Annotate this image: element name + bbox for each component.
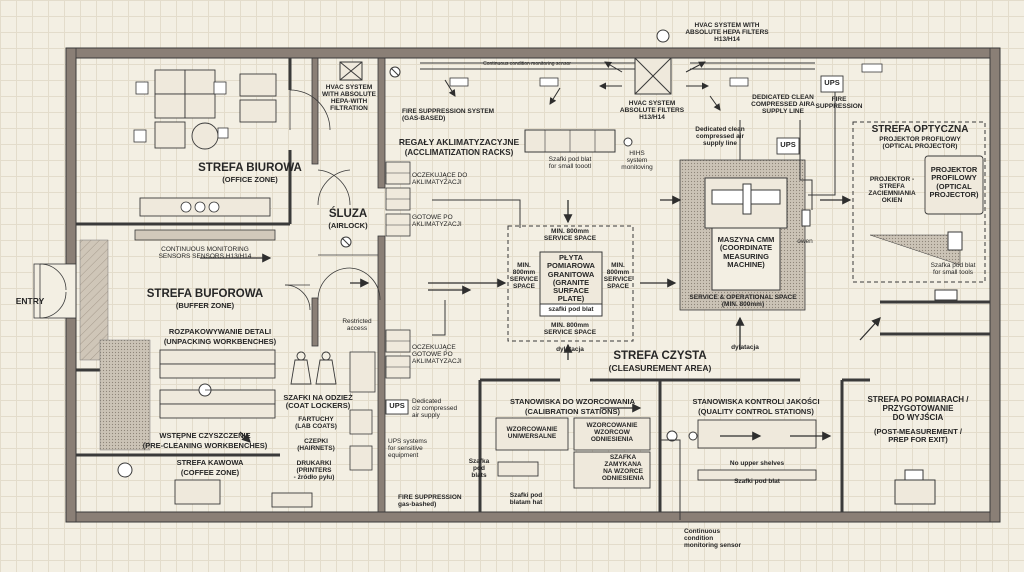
acclimatization-subtitle: (ACCLIMATIZATION RACKS) (404, 148, 514, 157)
small-tools-right-label: Szafka pod blat for small tools (930, 262, 976, 277)
owen-label: owen (797, 238, 813, 245)
service-right-label: MIN. 800mm SERVICE SPACE (603, 262, 633, 291)
coffee-title: STREFA KAWOWA (176, 458, 244, 467)
airlock-title: ŚLUZA (328, 208, 368, 220)
office-zone-title: STREFA BIUROWA (198, 162, 302, 174)
entry-label: ENTRY (15, 296, 45, 306)
optical-subtitle: PROJEKTOR PROFILOWY (OPTICAL PROJECTOR) (879, 136, 961, 151)
unpacking-subtitle: (UNPACKING WORKBENCHES) (163, 337, 277, 346)
szafki-pod-blatam-label: Szafki pod blatam hat (509, 492, 543, 507)
coat-lockers-label: SZAFKI NA ODZIEŻ (COAT LOCKERS) (283, 393, 353, 411)
fire-bottom-label: FIRE SUPPRESSION gas-bashed) (398, 494, 462, 509)
continuous-sensors-label: CONTINUOUS MONITORING SENSORS SENSORS H1… (158, 246, 252, 261)
continuous-bottom-label: Continuous condition monitoring sensor (684, 528, 742, 550)
rack-await-label: OCZEKUJĄCE DO AKLIMATYZACJI (412, 172, 468, 187)
compressed-right-label: DEDICATED CLEAN COMPRESSED AIRA SUPPLY L… (751, 94, 815, 116)
szafka-zamykana-label: SZAFKA ZAMYKANA NA WZORCE ODNIESIENIA (601, 454, 645, 483)
coffee-subtitle: (COFFEE ZONE) (180, 468, 240, 477)
granite-label: PŁYTA POMIAROWA GRANITOWA (GRANITE SURFA… (547, 253, 595, 304)
wzorcowanie-odn-label: WZORCOWANIE WZORCOW ODNIESIENIA (586, 422, 638, 444)
rack-lower-label: OCZEKUJĄCE GOTOWE PO AKLIMATYZACJI (412, 344, 462, 366)
lab-coats-label: FARTUCHY (LAB COATS) (295, 416, 337, 431)
service-bottom-label: MIN. 800mm SERVICE SPACE (543, 322, 597, 337)
optical-side-label: PROJEKTOR - STREFA ZACIEMNIANIA OKIEN (868, 176, 916, 205)
airlock-subtitle: (AIRLOCK) (328, 221, 368, 230)
hvac-mid-label: HVAC SYSTEM ABSOLUTE FILTERS H13/H14 (619, 100, 685, 122)
hihs-label: HIHS system monitoving (621, 150, 653, 172)
precleaning-subtitle: (PRE-CLEANING WORKBENCHES) (142, 441, 268, 450)
clean-zone-title: STREFA CZYSTA (613, 350, 707, 362)
fire-right-label: FIRE SUPPRESSION (815, 96, 863, 111)
outer-walls (65, 47, 1001, 523)
dylatacja-right-label: dylatacja (731, 344, 759, 351)
rack-ready-label: GOTOWE PO AKLIMATYZACJI (412, 214, 462, 229)
ups-compressed-label: Dedicated ciz compressed air supply (412, 398, 458, 420)
no-upper-label: No upper shelves (729, 460, 785, 467)
dylatacja-left-label: dylatacja (556, 346, 584, 353)
ups-top-label: UPS (824, 78, 840, 87)
entry-door[interactable] (33, 263, 77, 319)
office-zone-subtitle: (OFFICE ZONE) (222, 175, 278, 184)
acclimatization-racks (385, 161, 411, 379)
buffer-zone-title: STREFA BUFOROWA (146, 288, 264, 300)
buffer-zone-subtitle: (BUFFER ZONE) (175, 301, 235, 310)
service-top-label: MIN. 800mm SERVICE SPACE (543, 228, 597, 243)
restricted-label: Restricted access (342, 318, 372, 333)
hvac-left-label: HVAC SYSTEM WITH ABSOLUTE HEPA-WITH FILT… (322, 84, 376, 113)
calibration-subtitle: (CALIBRATION STATIONS) (525, 407, 620, 416)
unpacking-title: ROZPAKOWYWANIE DETALI (168, 327, 272, 336)
printers-label: DRUKARKI (PRINTERS - źródło pyłu) (293, 460, 335, 482)
flow-arrows (200, 195, 881, 443)
szafki-blat-label: szafki pod blat (548, 306, 594, 313)
hvac-top-label: HVAC SYSTEM WITH ABSOLUTE HEPA FILTERS H… (685, 22, 769, 44)
wzorcowanie-uni-label: WZORCOWANIE UNIWERSALNE (506, 426, 558, 441)
acclimatization-title: REGAŁY AKLIMATYZACYJNE (398, 137, 520, 147)
cmm-space-label: SERVICE & OPERATIONAL SPACE (MIN. 800mm) (689, 294, 797, 309)
service-left-label: MIN. 800mm SERVICE SPACE (509, 262, 539, 291)
ups-left-label: UPS (389, 401, 405, 410)
unpacking-workbenches (159, 349, 276, 419)
small-tools-label: Szafki pod blat for small toootl (548, 156, 592, 171)
office-desks (139, 69, 277, 217)
cmm-label: MASZYNA CMM (COORDINATE MEASURING MACHIN… (717, 235, 775, 269)
post-zone-subtitle: (POST-MEASUREMENT / PREP FOR EXIT) (874, 427, 962, 445)
quality-subtitle: (QUALITY CONTROL STATIONS) (698, 407, 814, 416)
quality-title: STANOWISKA KONTROLI JAKOŚCI (692, 397, 820, 406)
post-zone-title: STREFA PO POMIARACH / PRZYGOTOWANIE DO W… (867, 395, 969, 422)
ups-mid-label: UPS (780, 140, 796, 149)
ups-systems-label: UPS systems for sensitive equipment (388, 438, 428, 460)
hairnets-label: CZEPKI (HAIRNETS) (297, 438, 335, 453)
szafki-pod-blat2-label: Szafki pod blat (734, 478, 780, 485)
szafka-pod-blats-label: Szafka pod blats (468, 458, 490, 480)
fire-top-label: FIRE SUPPRESSION SYSTEM (GAS-BASED) (402, 108, 495, 123)
optical-box-label: PROJEKTOR PROFILOWY (OPTICAL PROJECTOR) (929, 165, 979, 199)
calibration-title: STANOWISKA DO WZORCOWANIA (510, 397, 635, 406)
clean-zone-subtitle: (CLEASUREMENT AREA) (608, 363, 712, 373)
compressed-left-label: Dedicated clean compressed air supply li… (695, 126, 745, 148)
optical-title: STREFA OPTYCZNA (871, 124, 969, 135)
precleaning-title: WSTĘPNE CZYSZCZENIE (159, 431, 251, 440)
continuous-top-label: Continuous condition monitoring sensor (483, 61, 571, 67)
